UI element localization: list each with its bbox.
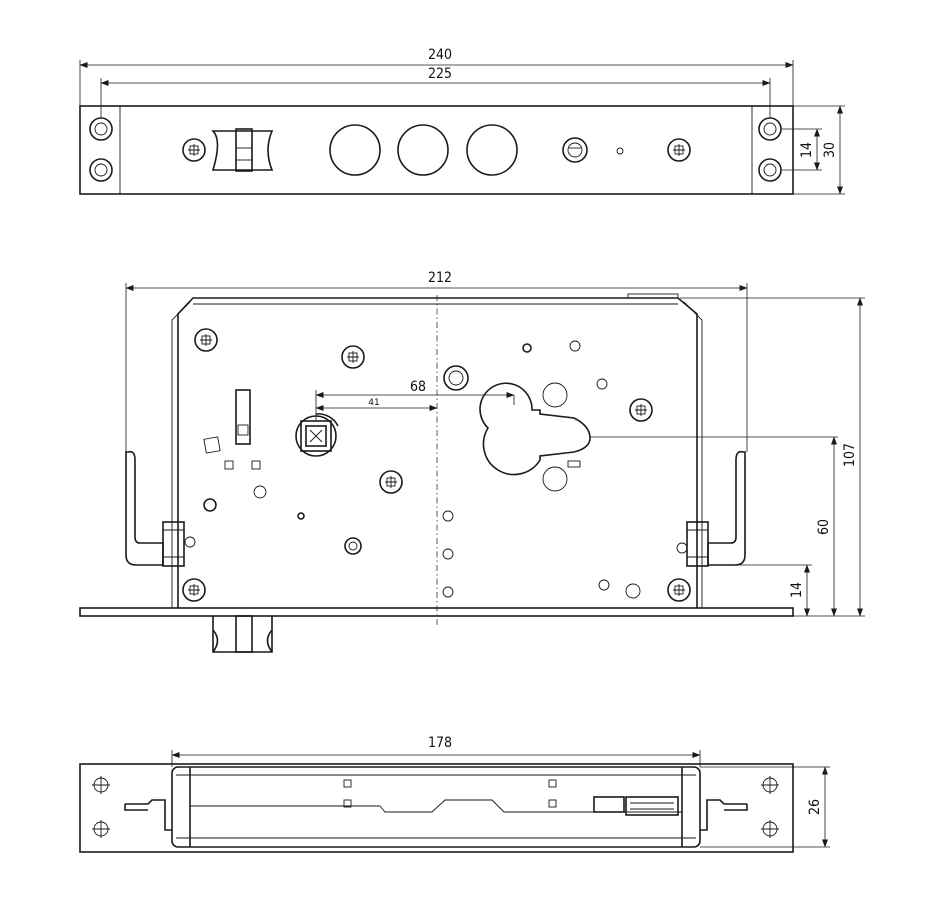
faceplate-outline [79,105,794,195]
handle-left [125,450,185,567]
dim-bottom-height: 26 [807,799,823,815]
dim-top-spacing: 14 [799,142,815,158]
handle-right [686,450,746,567]
deadbolt-hole-1 [329,124,381,176]
faceplate-view: 240 225 14 30 [79,47,845,195]
body-screw-tl [194,328,218,352]
lock-body-view: 212 68 41 107 60 14 [79,270,865,653]
spindle-hub [295,413,339,457]
dim-bottom-offset: 14 [789,582,805,598]
bottom-connector [593,796,679,816]
faceplate-mount-holes [89,117,782,182]
dim-top-holes: 225 [428,66,452,82]
body-screw-bl [182,578,206,602]
dim-square-distance: 41 [368,398,379,408]
bottom-case [171,766,701,848]
faceplate-aux-button [562,137,588,163]
dim-top-height: 30 [822,142,838,158]
faceplate-latch [211,128,274,172]
body-screw-upper [341,345,365,369]
dim-bottom-width: 178 [428,735,452,751]
dim-body-width: 212 [428,270,452,286]
body-screw-br [667,578,691,602]
deadbolt-hole-3 [466,124,518,176]
faceplate-screw-left [182,138,206,162]
dim-body-height: 107 [842,443,858,467]
dim-cylinder-height: 60 [816,519,832,535]
body-latch-bottom [212,615,273,653]
bottom-mount-holes [92,776,779,838]
body-faceplate-bar [79,607,794,617]
dim-spindle-distance: 68 [410,379,426,395]
body-screw-right [629,398,653,422]
faceplate-screw-right [667,138,691,162]
bottom-view: 178 26 [79,735,830,853]
body-screw-center [379,470,403,494]
dim-top-overall: 240 [428,47,452,63]
cylinder-cutout [479,382,591,476]
deadbolt-hole-2 [397,124,449,176]
body-case-outline [177,297,698,608]
bottom-faceplate [79,763,794,853]
